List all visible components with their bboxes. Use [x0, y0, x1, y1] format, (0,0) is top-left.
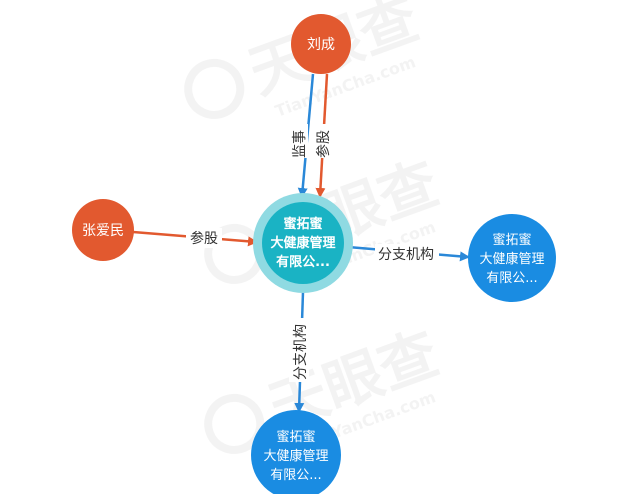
node-center[interactable]	[262, 202, 344, 284]
node-branch-bottom[interactable]	[251, 410, 341, 494]
edge-label-bg	[289, 318, 309, 382]
edge-label-branch-right: 分支机构	[378, 247, 434, 263]
edge-label-share-liucheng: 参股	[315, 130, 332, 158]
edge-label-bg	[312, 124, 332, 158]
edge-label-bg	[186, 228, 222, 248]
edge-label-share-zhangaimin: 参股	[190, 230, 218, 247]
node-liucheng[interactable]	[291, 14, 351, 74]
edge-label-bg	[375, 244, 439, 264]
edge-label-supervisor: 监事	[292, 130, 308, 158]
node-zhangaimin[interactable]	[72, 199, 134, 261]
node-branch-right[interactable]	[468, 214, 556, 302]
edge-label-branch-bottom: 分支机构	[293, 324, 309, 380]
edge-label-bg	[288, 124, 308, 158]
